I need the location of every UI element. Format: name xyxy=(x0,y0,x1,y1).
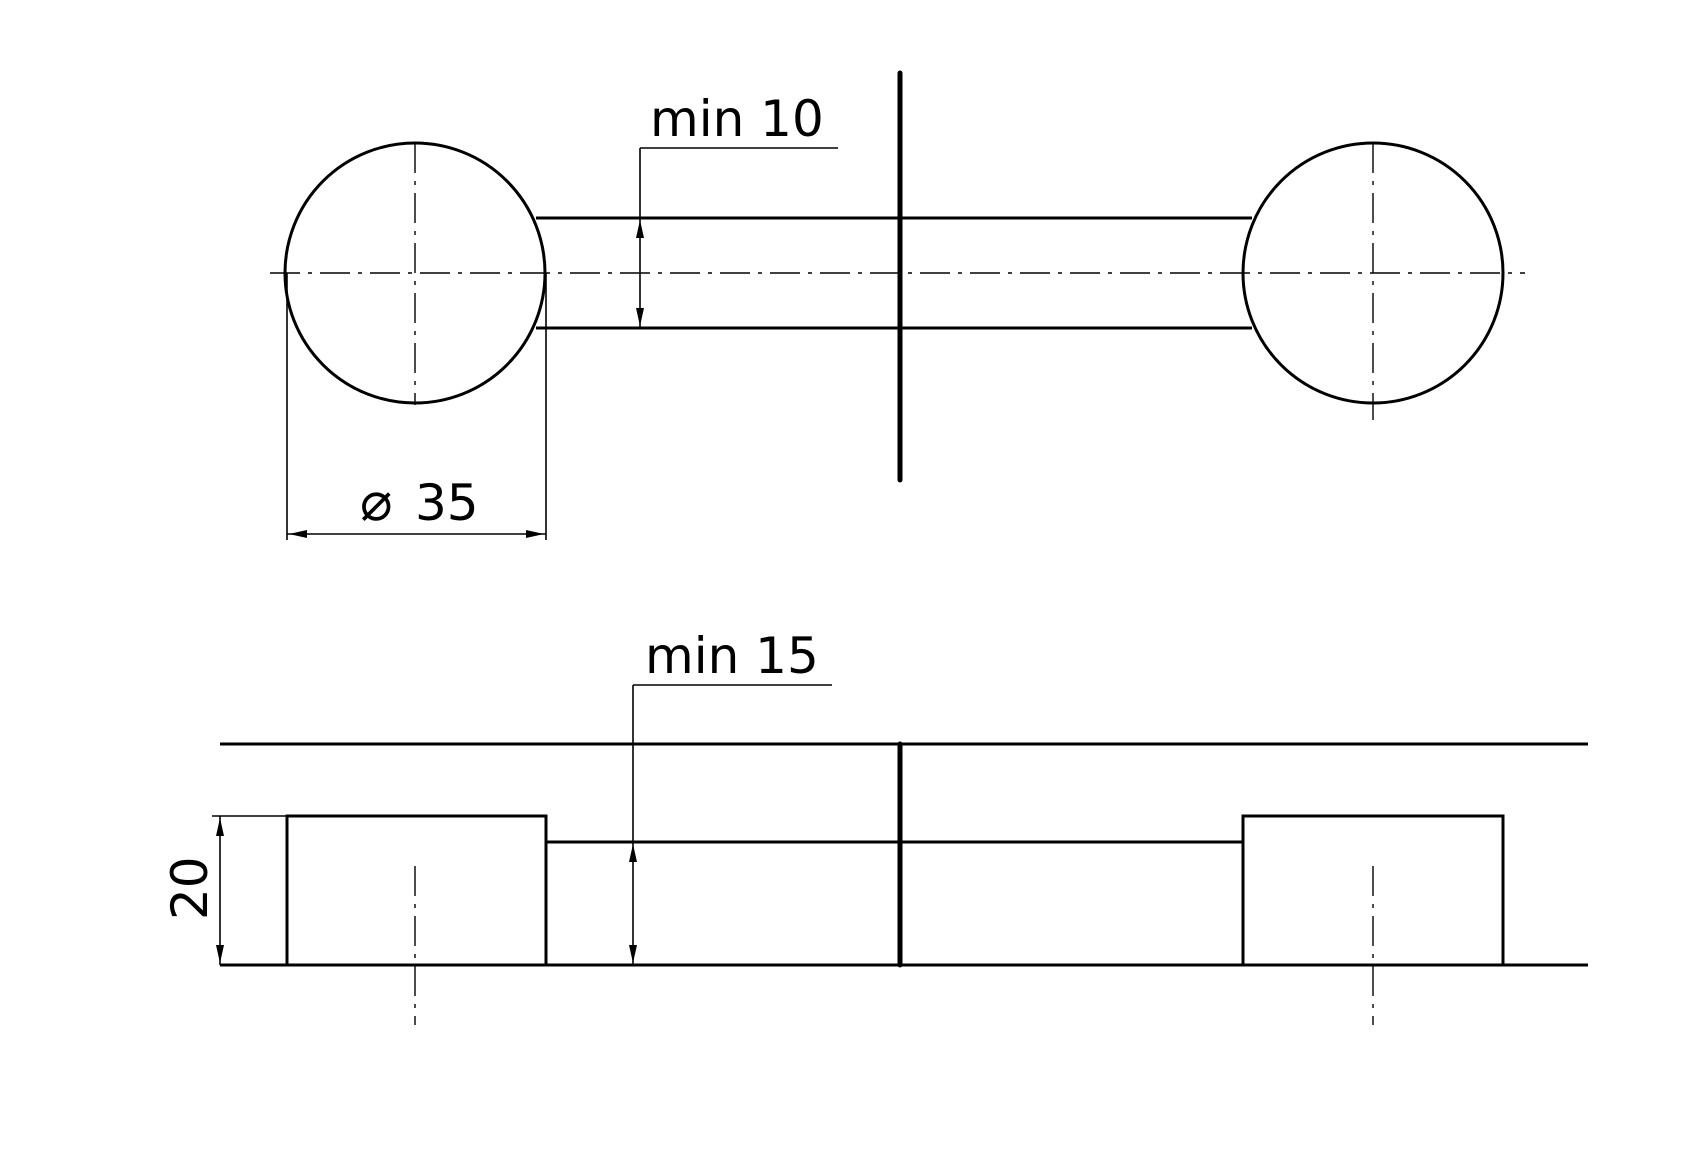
side-view: min 15 20 xyxy=(161,627,1588,1025)
left-block-outline xyxy=(285,814,548,965)
min15-arrow-top xyxy=(629,844,637,862)
height-label: 20 xyxy=(161,856,219,920)
dimension-bar-width: min 10 xyxy=(636,90,838,328)
diameter-arrow-left xyxy=(289,530,307,538)
right-block-outline xyxy=(1241,814,1505,965)
height-arrow-top xyxy=(216,818,224,836)
dimension-height: 20 xyxy=(161,815,287,965)
diameter-value: 35 xyxy=(415,474,479,532)
min15-arrow-bottom xyxy=(629,945,637,963)
dimension-bar-height: min 15 xyxy=(629,627,832,965)
height-arrow-bottom xyxy=(216,945,224,963)
min15-label: min 15 xyxy=(645,627,819,685)
min10-arrow-bottom xyxy=(636,308,644,326)
dimension-diameter: ⌀ 35 xyxy=(286,273,547,540)
min10-arrow-top xyxy=(636,220,644,238)
diameter-arrow-right xyxy=(526,530,544,538)
top-view: min 10 ⌀ 35 xyxy=(270,70,1525,540)
diameter-symbol: ⌀ xyxy=(360,470,393,533)
min10-label: min 10 xyxy=(650,90,824,148)
